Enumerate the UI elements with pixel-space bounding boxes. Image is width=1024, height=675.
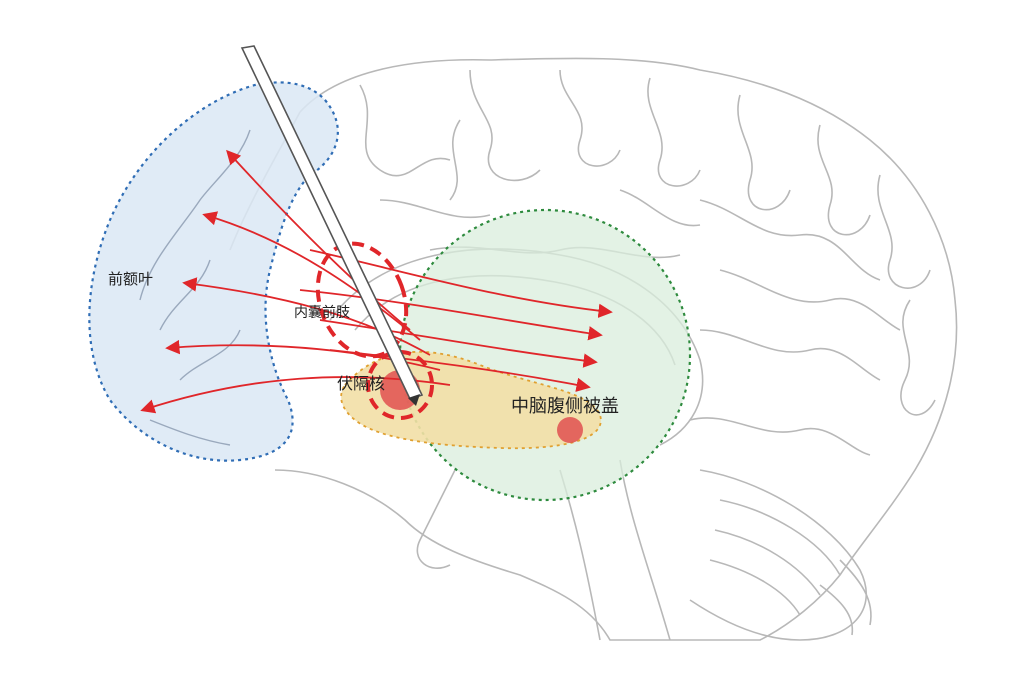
prefrontal-region	[88, 81, 339, 462]
vta-label: 中脑腹侧被盖	[511, 396, 619, 417]
arrow-3	[182, 277, 431, 356]
electrode-probe-icon	[240, 45, 424, 406]
arrow-8	[319, 319, 598, 368]
internal-capsule-label: 内囊前肢	[294, 305, 350, 321]
arrow-7	[299, 289, 603, 341]
arrow-1	[226, 149, 411, 331]
arrow-2	[202, 211, 421, 341]
nucleus-accumbens-label: 伏隔核	[337, 374, 386, 393]
prefrontal-label: 前额叶	[108, 270, 154, 288]
vta-marker	[557, 417, 583, 443]
arrow-4	[165, 339, 441, 371]
